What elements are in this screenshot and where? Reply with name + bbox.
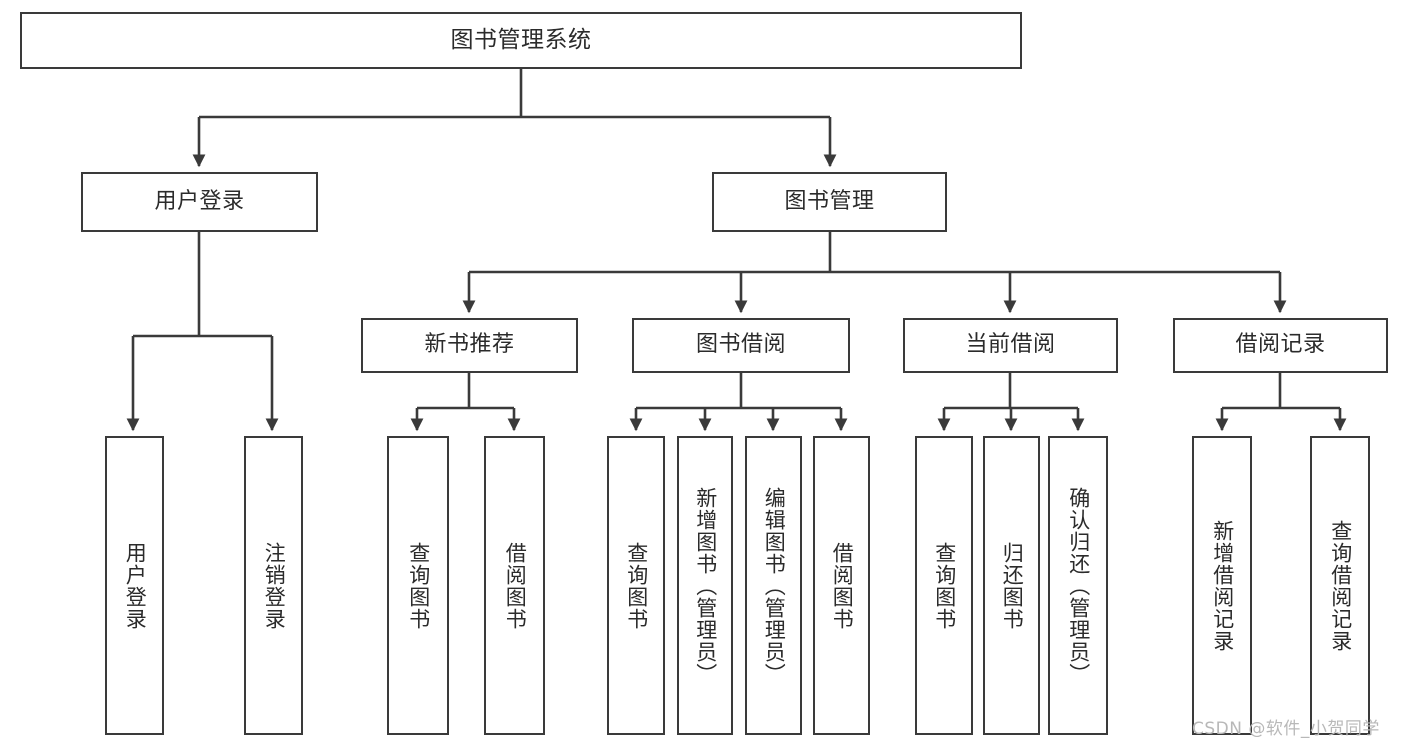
node-new-book-rec[interactable]: 新书推荐 — [361, 318, 578, 373]
node-label: 查询图书 — [932, 541, 957, 630]
node-label: 归还图书 — [1000, 541, 1025, 630]
node-label: 查询图书 — [406, 541, 431, 630]
node-label: 确认归还（管理员） — [1066, 486, 1091, 685]
leaf-return-book[interactable]: 归还图书 — [983, 436, 1040, 735]
node-label: 注销登录 — [262, 541, 287, 630]
leaf-add-book[interactable]: 新增图书（管理员） — [677, 436, 733, 735]
node-label: 图书管理系统 — [450, 26, 592, 53]
node-label: 编辑图书（管理员） — [762, 486, 787, 685]
node-label: 图书借阅 — [695, 332, 786, 358]
node-label: 借阅记录 — [1235, 332, 1326, 358]
node-current-borrow[interactable]: 当前借阅 — [903, 318, 1118, 373]
node-label: 新增借阅记录 — [1210, 519, 1235, 652]
node-label: 用户登录 — [123, 541, 148, 630]
leaf-edit-book[interactable]: 编辑图书（管理员） — [745, 436, 802, 735]
node-label: 查询借阅记录 — [1328, 519, 1353, 652]
node-borrow-record[interactable]: 借阅记录 — [1173, 318, 1388, 373]
leaf-query-book-2[interactable]: 查询图书 — [607, 436, 665, 735]
leaf-query-book-3[interactable]: 查询图书 — [915, 436, 973, 735]
leaf-logout[interactable]: 注销登录 — [244, 436, 303, 735]
node-user-login[interactable]: 用户登录 — [81, 172, 318, 232]
node-label: 当前借阅 — [965, 332, 1056, 358]
node-label: 借阅图书 — [830, 541, 855, 630]
leaf-add-record[interactable]: 新增借阅记录 — [1192, 436, 1252, 735]
node-label: 查询图书 — [624, 541, 649, 630]
node-root[interactable]: 图书管理系统 — [20, 12, 1022, 69]
node-book-manage[interactable]: 图书管理 — [712, 172, 947, 232]
leaf-query-record[interactable]: 查询借阅记录 — [1310, 436, 1370, 735]
node-label: 图书管理 — [784, 188, 875, 214]
node-label: 借阅图书 — [503, 541, 528, 630]
leaf-user-login[interactable]: 用户登录 — [105, 436, 164, 735]
node-label: 新增图书（管理员） — [693, 486, 718, 685]
leaf-borrow-book-1[interactable]: 借阅图书 — [484, 436, 545, 735]
leaf-query-book-1[interactable]: 查询图书 — [387, 436, 449, 735]
leaf-confirm-return[interactable]: 确认归还（管理员） — [1048, 436, 1108, 735]
node-label: 新书推荐 — [424, 332, 515, 358]
node-book-borrow[interactable]: 图书借阅 — [632, 318, 850, 373]
node-label: 用户登录 — [154, 188, 245, 214]
leaf-borrow-book-2[interactable]: 借阅图书 — [813, 436, 870, 735]
